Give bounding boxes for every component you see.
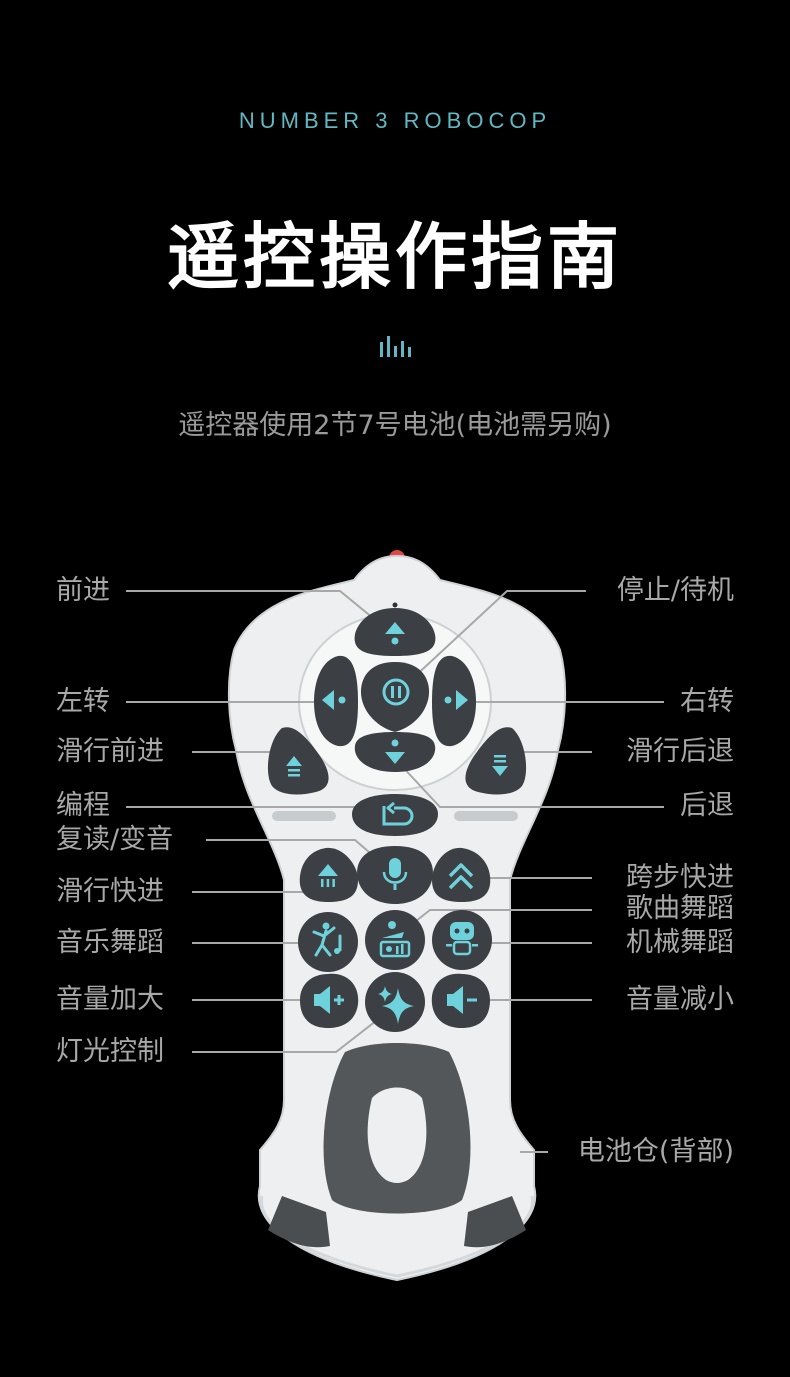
- label-program: 编程: [56, 790, 110, 821]
- label-repeat-voice: 复读/变音: [56, 824, 174, 855]
- glide-fast-icon: [318, 864, 338, 887]
- volume-minus-icon: [447, 986, 477, 1014]
- label-forward: 前进: [56, 575, 110, 606]
- label-music-dance: 音乐舞蹈: [56, 927, 164, 958]
- dancer-icon: [312, 922, 342, 957]
- glide-down-icon: [492, 755, 508, 776]
- arrow-right-icon: [444, 690, 468, 710]
- backward-button[interactable]: [354, 732, 436, 772]
- stride-fast-button[interactable]: [432, 847, 491, 902]
- arrow-up-icon: [385, 622, 405, 645]
- turn-left-button[interactable]: [314, 655, 358, 747]
- stride-chevrons-icon: [448, 863, 474, 890]
- mech-dance-button[interactable]: [432, 910, 492, 970]
- arrow-down-icon: [385, 739, 405, 764]
- volume-plus-icon: [314, 986, 344, 1014]
- label-stop-standby: 停止/待机: [616, 575, 734, 606]
- turn-right-button[interactable]: [432, 655, 476, 747]
- label-stride-fast: 跨步快进: [626, 862, 734, 893]
- volume-up-button[interactable]: [300, 973, 359, 1028]
- glide-up-icon: [286, 756, 302, 777]
- dj-icon: [379, 921, 411, 958]
- repeat-voice-button[interactable]: [357, 846, 433, 904]
- forward-button[interactable]: [354, 608, 436, 656]
- battery-note: 遥控器使用2节7号电池(电池需另购): [178, 410, 612, 441]
- glide-fast-button[interactable]: [299, 847, 358, 902]
- label-light-control: 灯光控制: [56, 1036, 164, 1067]
- label-mech-dance: 机械舞蹈: [626, 927, 734, 958]
- arrow-left-icon: [322, 690, 346, 710]
- label-song-dance: 歌曲舞蹈: [626, 893, 734, 924]
- robot-icon: [446, 922, 478, 956]
- microphone-icon: [382, 858, 408, 890]
- label-turn-right: 右转: [680, 686, 734, 717]
- sparkle-icon: [378, 986, 414, 1024]
- pause-icon: [382, 678, 410, 706]
- program-button[interactable]: [352, 794, 438, 836]
- stop-standby-button[interactable]: [360, 662, 430, 732]
- label-turn-left: 左转: [56, 686, 110, 717]
- label-glide-backward: 滑行后退: [626, 736, 734, 767]
- label-glide-fast: 滑行快进: [56, 876, 164, 907]
- label-volume-up: 音量加大: [56, 984, 164, 1015]
- sound-bars-icon: [380, 336, 411, 357]
- brand-eyebrow: NUMBER 3 ROBOCOP: [238, 108, 552, 133]
- light-control-button[interactable]: [365, 972, 425, 1032]
- music-dance-button[interactable]: [298, 912, 358, 972]
- program-loop-icon: [382, 801, 414, 826]
- label-battery: 电池仓(背部): [577, 1136, 734, 1167]
- label-volume-down: 音量减小: [626, 984, 734, 1015]
- label-glide-forward: 滑行前进: [56, 736, 164, 767]
- glide-backward-button[interactable]: [465, 727, 527, 795]
- song-dance-button[interactable]: [365, 910, 425, 970]
- page-title: 遥控操作指南: [166, 215, 623, 299]
- label-backward: 后退: [680, 790, 734, 821]
- volume-down-button[interactable]: [431, 973, 490, 1028]
- glide-forward-button[interactable]: [267, 727, 329, 795]
